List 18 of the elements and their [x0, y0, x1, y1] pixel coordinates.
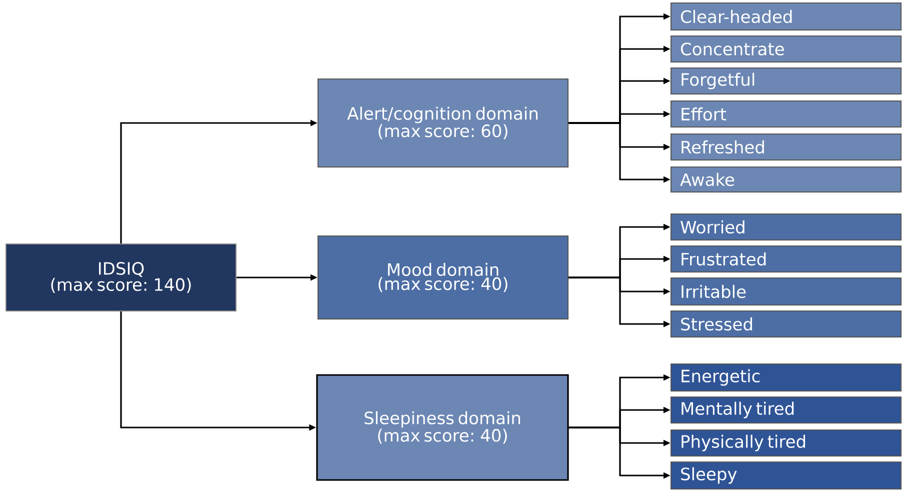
item-box: Awake — [670, 166, 902, 192]
item-box: Mentally tired — [670, 396, 902, 424]
item-box: Effort — [670, 100, 902, 128]
domain-box: Alert/cognition domain (max score: 60) — [318, 78, 568, 168]
item-box: Irritable — [670, 278, 902, 306]
item-box: Concentrate — [670, 36, 902, 62]
item-box: Sleepy — [670, 462, 902, 490]
item-box: Clear-headed — [670, 2, 902, 30]
item-box: Forgetful — [670, 68, 902, 94]
domain-box: Sleepiness domain (max score: 40) — [316, 374, 569, 481]
item-box: Frustrated — [670, 246, 902, 272]
item-box: Worried — [670, 214, 902, 240]
item-box: Energetic — [670, 364, 902, 392]
item-box: Physically tired — [670, 430, 902, 456]
domain-box: Mood domain (max score: 40) — [318, 236, 568, 320]
item-box: Refreshed — [670, 134, 902, 160]
root-box: IDSIQ (max score: 140) — [6, 244, 236, 312]
item-box: Stressed — [670, 310, 902, 338]
